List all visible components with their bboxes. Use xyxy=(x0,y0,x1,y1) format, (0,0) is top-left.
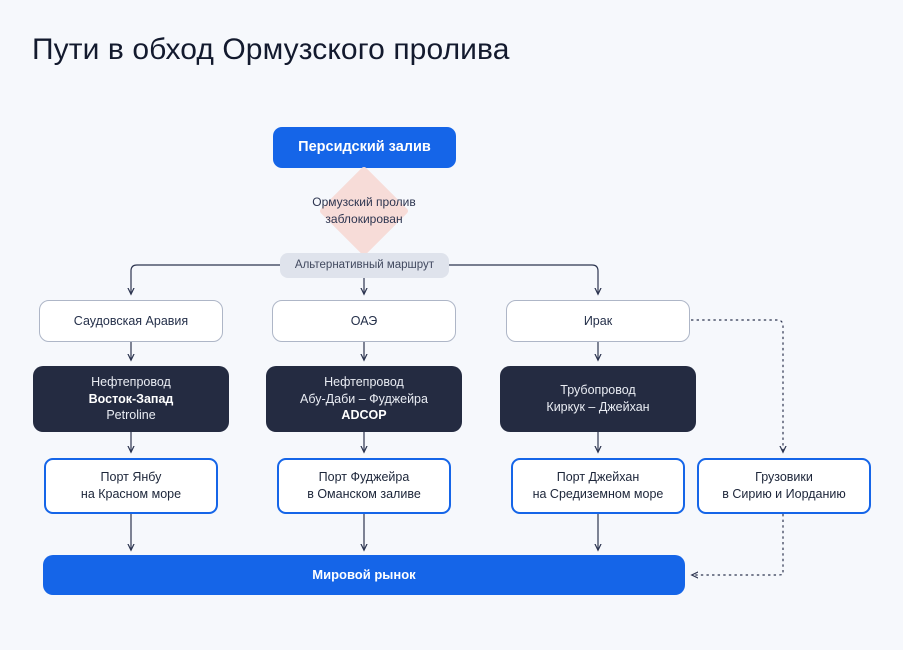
page-title: Пути в обход Ормузского пролива xyxy=(32,33,510,66)
node-alternative-route[interactable]: Альтернативный маршрут xyxy=(280,253,449,278)
node-pipeline-kirkuk-ceyhan-line1: Трубопровод xyxy=(560,383,636,398)
node-pipeline-kirkuk-ceyhan-line2: Киркук – Джейхан xyxy=(546,400,650,414)
node-port-yanbu[interactable]: Порт Янбу на Красном море xyxy=(44,458,218,514)
node-persian-gulf[interactable]: Персидский залив xyxy=(273,127,456,168)
node-country-iraq[interactable]: Ирак xyxy=(506,300,690,342)
node-trucks-syria-jordan[interactable]: Грузовики в Сирию и Иорданию xyxy=(697,458,871,514)
node-port-ceyhan[interactable]: Порт Джейхан на Средиземном море xyxy=(511,458,685,514)
node-country-uae[interactable]: ОАЭ xyxy=(272,300,456,342)
node-country-uae-label: ОАЭ xyxy=(350,313,378,328)
node-pipeline-kirkuk-ceyhan[interactable]: Трубопровод Киркук – Джейхан xyxy=(500,366,696,432)
node-global-market-label: Мировой рынок xyxy=(312,567,416,583)
edge-route-to-iraq xyxy=(449,264,598,294)
node-pipeline-east-west[interactable]: Нефтепровод Восток-Запад Petroline xyxy=(33,366,229,432)
edge-route-to-saudi xyxy=(131,264,280,294)
node-country-saudi-arabia[interactable]: Саудовская Аравия xyxy=(39,300,223,342)
edge-trucks-to-market xyxy=(692,514,784,575)
node-pipeline-east-west-line3: Petroline xyxy=(106,408,156,423)
node-pipeline-adcop-line2: Абу-Даби – Фуджейра xyxy=(300,391,428,406)
node-trucks-syria-jordan-label: Грузовики в Сирию и Иорданию xyxy=(722,470,846,501)
node-pipeline-adcop-line3: ADCOP xyxy=(341,408,387,423)
node-alternative-route-label: Альтернативный маршрут xyxy=(294,258,435,271)
node-port-fujairah-label: Порт Фуджейра в Оманском заливе xyxy=(307,470,421,501)
node-global-market[interactable]: Мировой рынок xyxy=(43,555,685,595)
node-pipeline-east-west-line1: Нефтепровод xyxy=(91,374,171,389)
node-strait-blocked: Ормузский пролив заблокирован xyxy=(290,189,438,233)
node-pipeline-adcop[interactable]: Нефтепровод Абу-Даби – Фуджейра ADCOP xyxy=(266,366,462,432)
node-port-yanbu-label: Порт Янбу на Красном море xyxy=(80,470,182,501)
node-persian-gulf-label: Персидский залив xyxy=(298,138,431,155)
node-strait-blocked-label: Ормузский пролив заблокирован xyxy=(312,194,416,226)
node-port-fujairah[interactable]: Порт Фуджейра в Оманском заливе xyxy=(277,458,451,514)
node-pipeline-east-west-line2: Восток-Запад xyxy=(88,391,174,406)
node-country-saudi-arabia-label: Саудовская Аравия xyxy=(73,313,189,328)
node-port-ceyhan-label: Порт Джейхан на Средиземном море xyxy=(532,470,664,501)
node-country-iraq-label: Ирак xyxy=(583,313,613,328)
edge-iraq-to-trucks xyxy=(691,319,783,452)
node-pipeline-adcop-line1: Нефтепровод xyxy=(324,374,404,389)
